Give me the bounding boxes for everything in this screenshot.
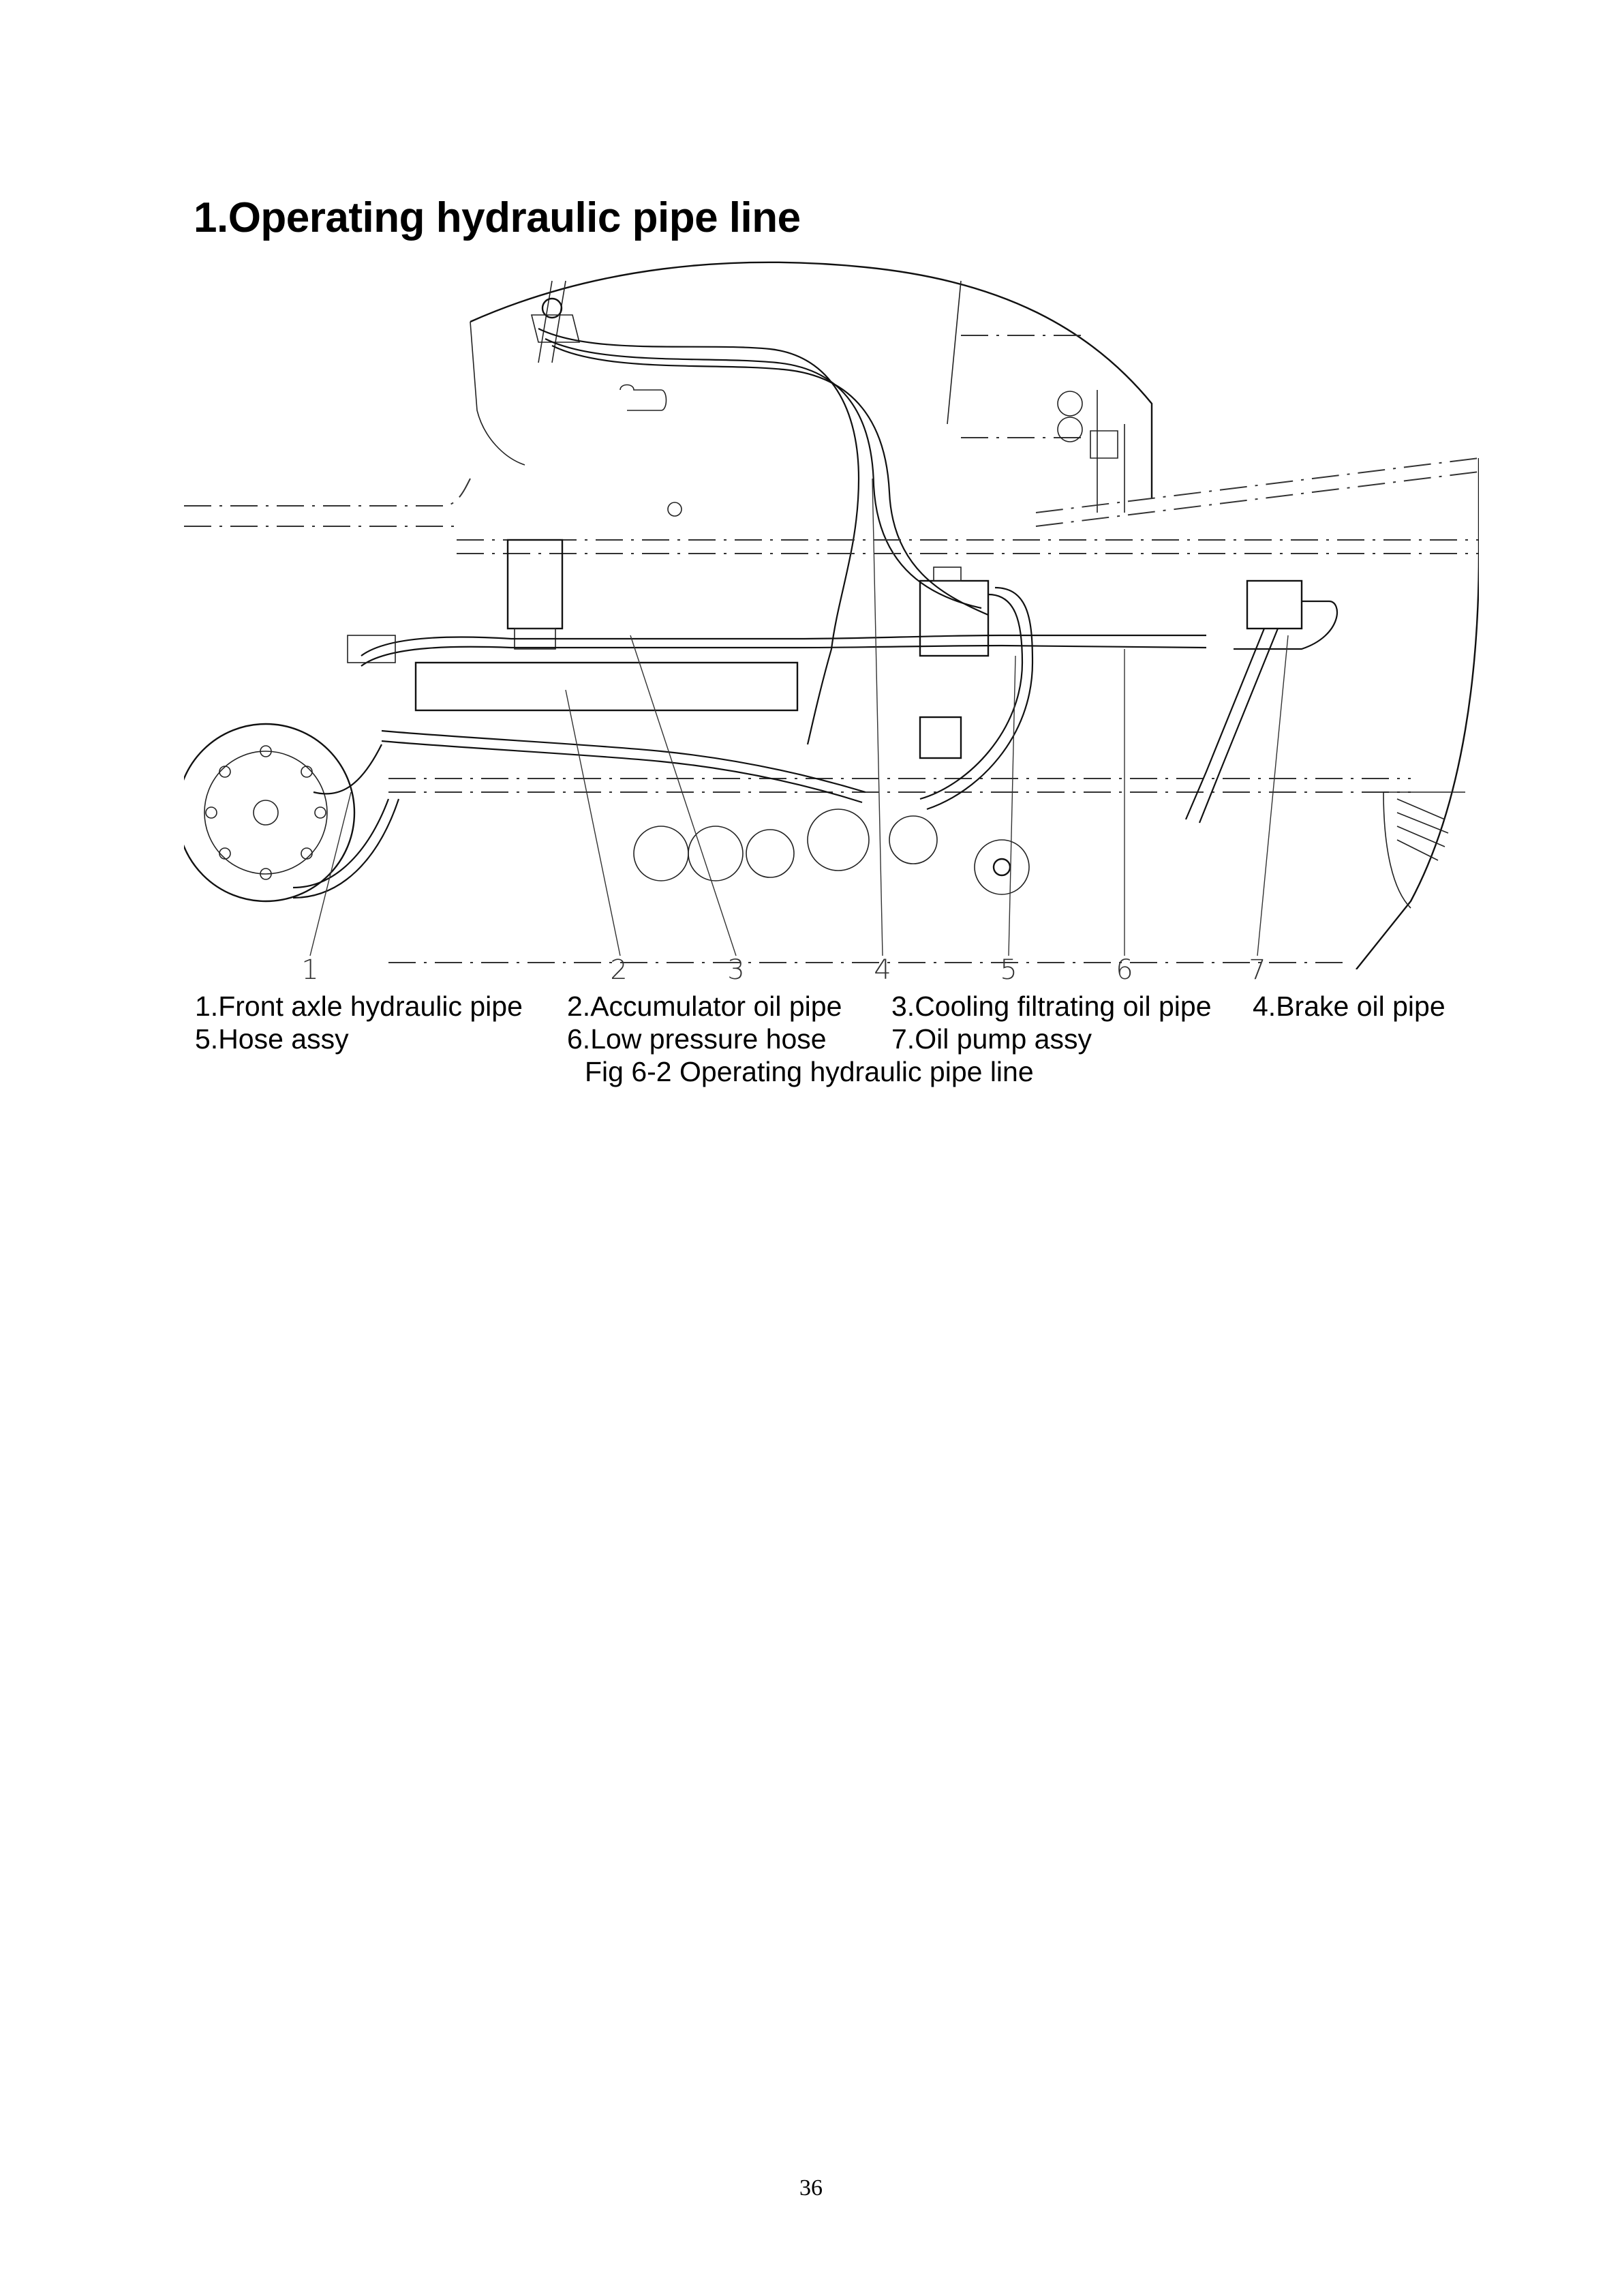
callout-7: 7 — [1249, 954, 1266, 986]
cab-outline — [470, 261, 1153, 499]
legend-item-6: 6.Low pressure hose — [567, 1023, 827, 1055]
manifold-block — [347, 635, 396, 663]
callout-6: 6 — [1116, 954, 1133, 986]
callout-1: 1 — [301, 954, 319, 986]
callout-2: 2 — [610, 954, 628, 986]
page-number: 36 — [799, 2175, 823, 2201]
callout-5: 5 — [1000, 954, 1017, 986]
hydraulic-pipe-line-drawing — [184, 254, 1479, 969]
technical-drawing-svg — [184, 261, 1479, 969]
callout-3: 3 — [727, 954, 745, 986]
brake-valve — [919, 579, 990, 657]
legend-item-2: 2.Accumulator oil pipe — [567, 991, 842, 1022]
callout-4: 4 — [874, 954, 891, 986]
section-heading: 1.Operating hydraulic pipe line — [194, 194, 801, 241]
filter-cylinder — [414, 661, 799, 712]
legend-item-1: 1.Front axle hydraulic pipe — [195, 991, 523, 1022]
front-axle-hub — [184, 723, 356, 903]
oil-pump — [1246, 579, 1303, 630]
legend-item-5: 5.Hose assy — [195, 1023, 349, 1055]
legend-item-3: 3.Cooling filtrating oil pipe — [891, 991, 1212, 1022]
legend-item-4: 4.Brake oil pipe — [1253, 991, 1445, 1022]
legend-item-7: 7.Oil pump assy — [891, 1023, 1092, 1055]
figure-caption: Fig 6-2 Operating hydraulic pipe line — [585, 1056, 1034, 1087]
